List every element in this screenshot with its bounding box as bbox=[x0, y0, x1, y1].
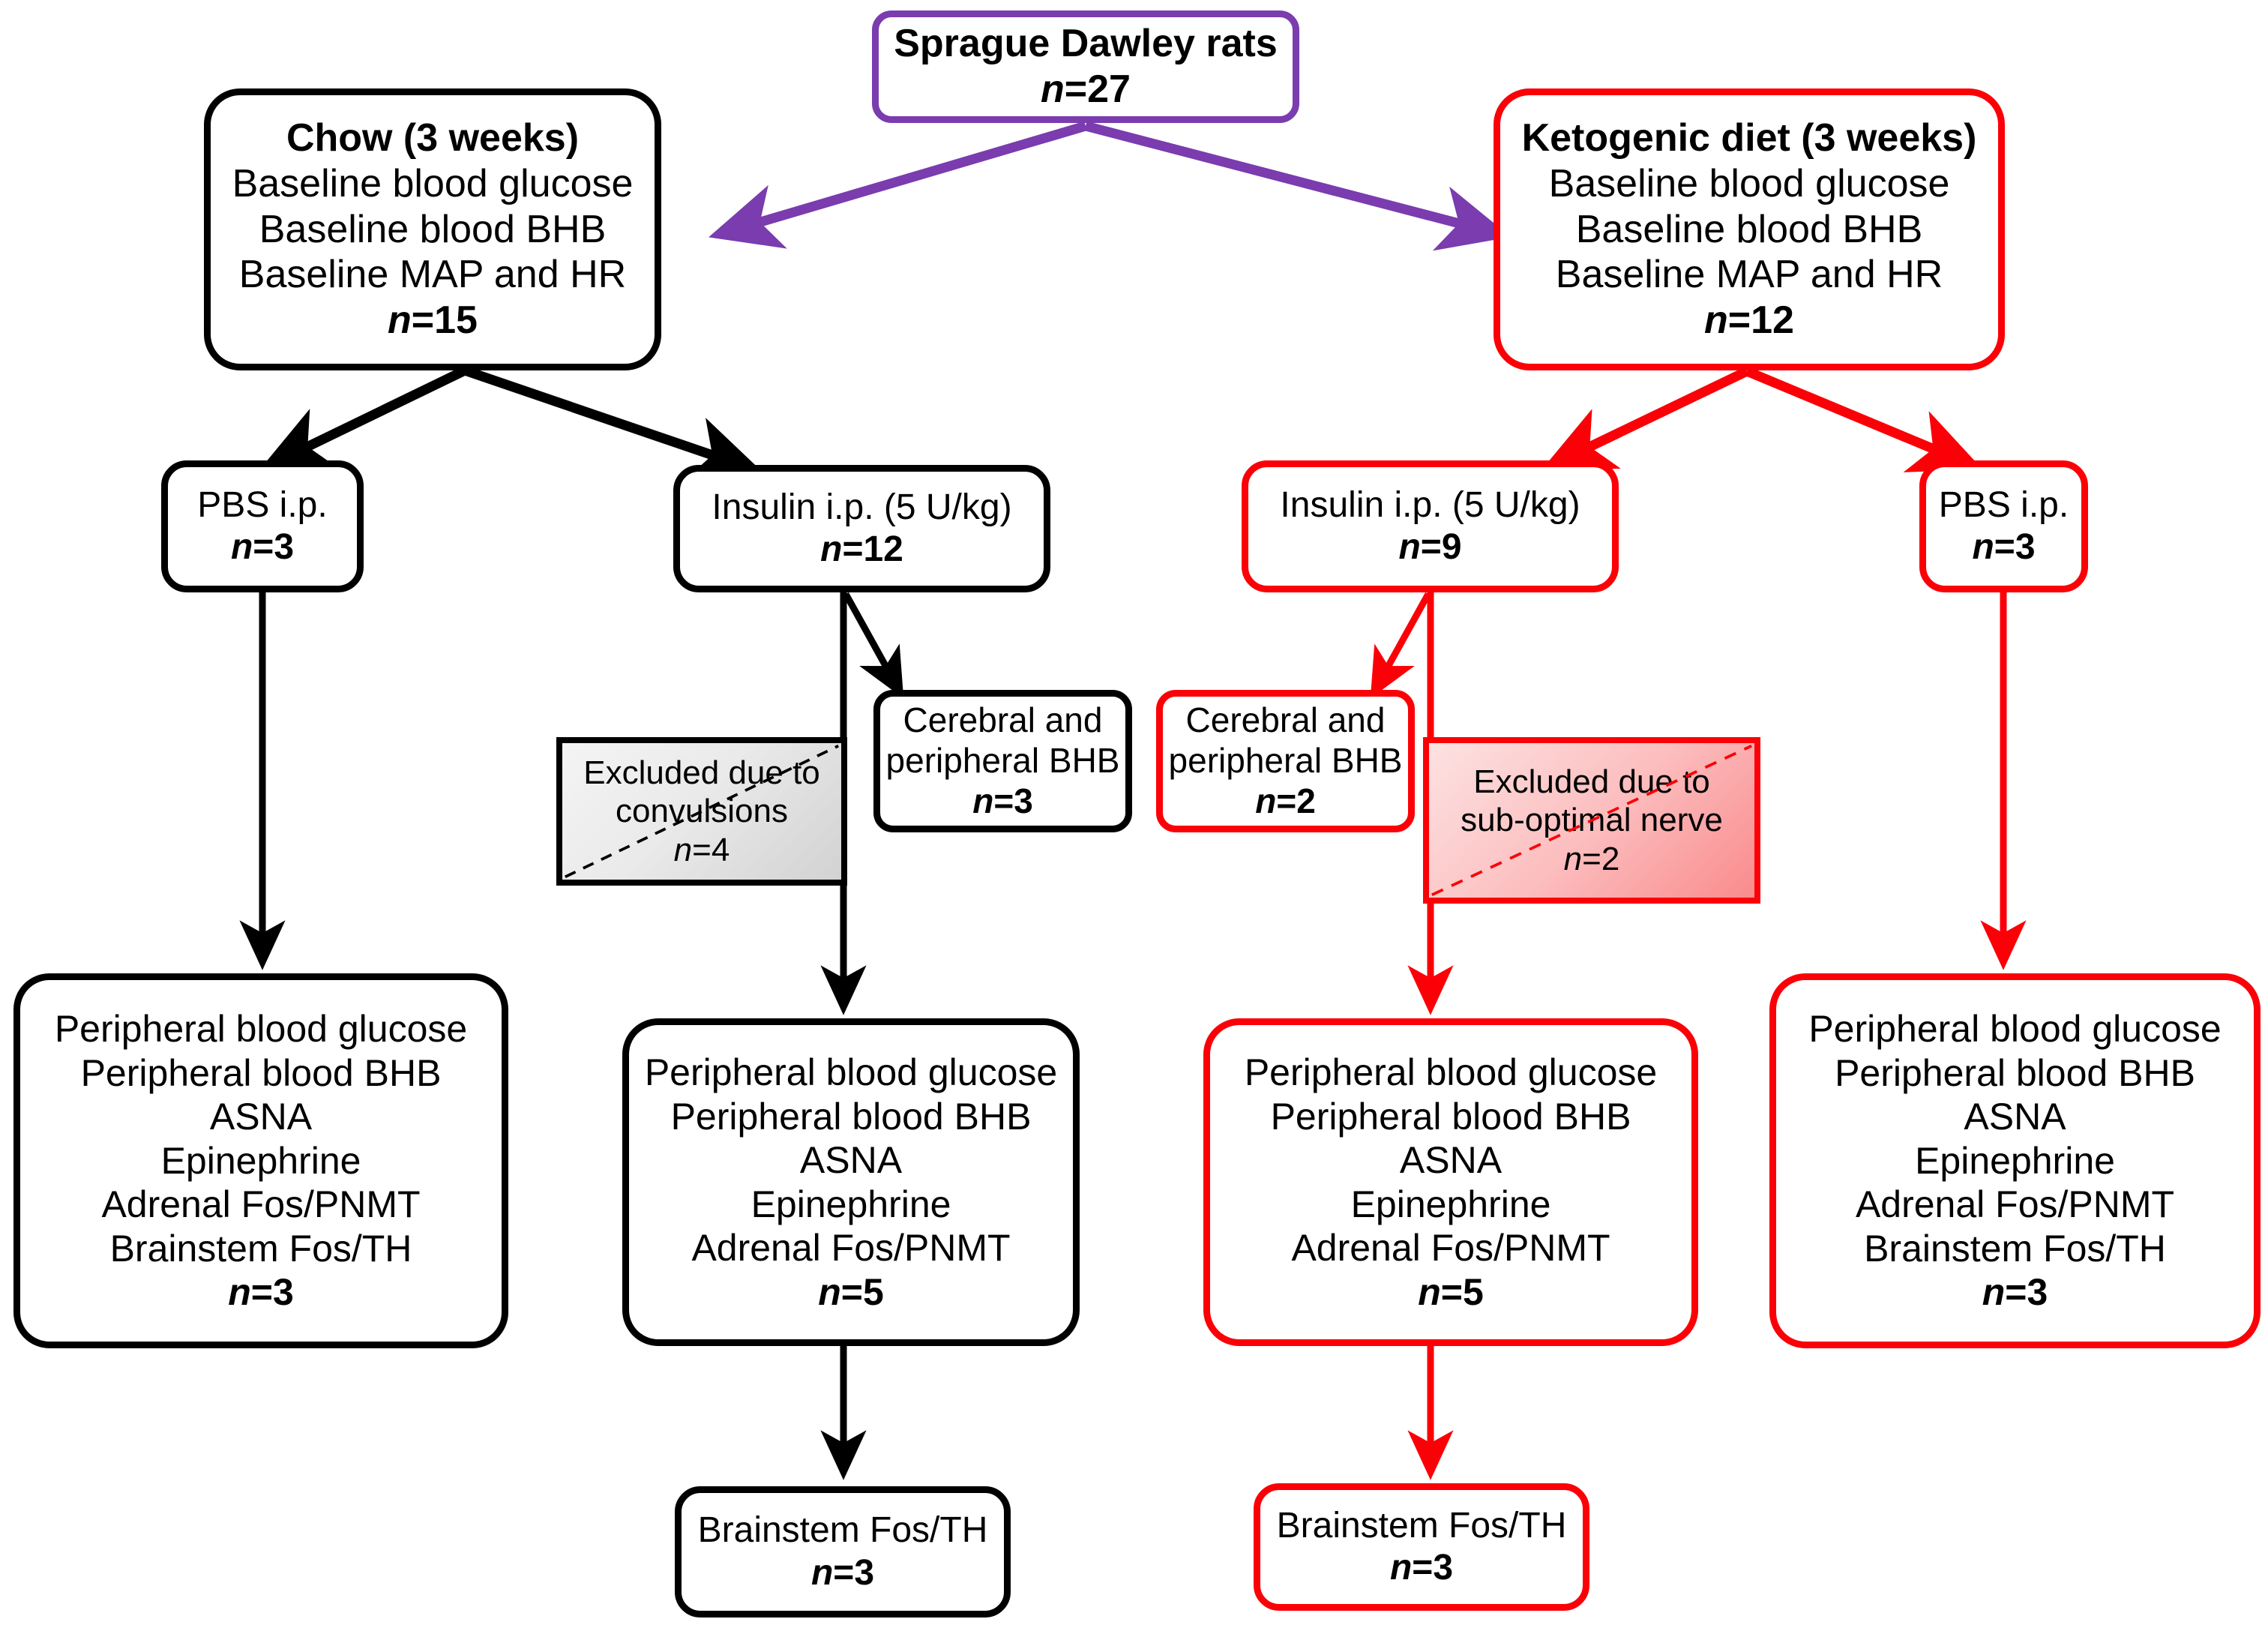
keto-pbs-outcome-1: Peripheral blood glucose bbox=[1808, 1008, 2222, 1051]
edge-root-to-chow bbox=[709, 121, 1087, 249]
chow-insulin-n: n=12 bbox=[820, 529, 903, 569]
chow-insulin-outcome-4: Epinephrine bbox=[751, 1183, 951, 1225]
node-chow-brainstem[interactable]: Brainstem Fos/TH n=3 bbox=[675, 1486, 1011, 1618]
keto-insulin-outcome-4: Epinephrine bbox=[1350, 1183, 1551, 1225]
keto-excluded-line-2: sub-optimal nerve bbox=[1461, 802, 1723, 839]
edge-chow-to-insulin bbox=[463, 365, 763, 481]
keto-insulin-label: Insulin i.p. (5 U/kg) bbox=[1280, 484, 1580, 525]
keto-bhb-line-2: peripheral BHB bbox=[1168, 741, 1403, 781]
chow-line-2: Baseline blood BHB bbox=[259, 207, 607, 251]
chow-bhb-line-1: Cerebral and bbox=[903, 700, 1103, 740]
edge-keto-to-insulin bbox=[1541, 367, 1749, 470]
chow-line-3: Baseline MAP and HR bbox=[238, 253, 627, 297]
keto-bhb-n: n=2 bbox=[1255, 781, 1316, 820]
chow-insulin-outcome-2: Peripheral blood BHB bbox=[670, 1095, 1032, 1138]
chow-pbs-label: PBS i.p. bbox=[197, 484, 328, 525]
node-chow-insulin[interactable]: Insulin i.p. (5 U/kg) n=12 bbox=[673, 465, 1050, 592]
keto-line-3: Baseline MAP and HR bbox=[1555, 253, 1943, 297]
node-keto-insulin-outcomes[interactable]: Peripheral blood glucose Peripheral bloo… bbox=[1203, 1018, 1698, 1346]
chow-excluded-n: n=4 bbox=[673, 831, 730, 868]
chow-pbs-n: n=3 bbox=[230, 527, 295, 567]
edge-chow-to-pbs bbox=[259, 366, 467, 470]
node-sprague-dawley-rats[interactable]: Sprague Dawley rats n=27 bbox=[872, 10, 1299, 123]
node-keto-excluded[interactable]: Excluded due to sub-optimal nerve n=2 bbox=[1423, 737, 1760, 904]
edge-root-to-keto bbox=[1084, 121, 1512, 251]
chow-bhb-n: n=3 bbox=[972, 781, 1033, 820]
chow-pbs-outcome-2: Peripheral blood BHB bbox=[80, 1051, 442, 1094]
node-chow-pbs[interactable]: PBS i.p. n=3 bbox=[161, 460, 364, 592]
keto-insulin-outcome-1: Peripheral blood glucose bbox=[1244, 1051, 1658, 1093]
node-keto-pbs-outcomes[interactable]: Peripheral blood glucose Peripheral bloo… bbox=[1769, 973, 2261, 1348]
root-title: Sprague Dawley rats bbox=[894, 22, 1278, 66]
keto-insulin-outcome-5: Adrenal Fos/PNMT bbox=[1291, 1227, 1610, 1269]
node-keto-pbs[interactable]: PBS i.p. n=3 bbox=[1919, 460, 2088, 592]
edge-keto-to-pbs bbox=[1745, 367, 1983, 472]
keto-brainstem-label: Brainstem Fos/TH bbox=[1276, 1505, 1567, 1546]
chow-insulin-outcomes-n: n=5 bbox=[818, 1270, 884, 1313]
node-chow-excluded[interactable]: Excluded due to convulsions n=4 bbox=[556, 737, 847, 886]
keto-n: n=12 bbox=[1704, 298, 1794, 343]
keto-bhb-line-1: Cerebral and bbox=[1185, 700, 1386, 740]
keto-insulin-outcome-2: Peripheral blood BHB bbox=[1270, 1095, 1631, 1138]
keto-pbs-label: PBS i.p. bbox=[1938, 484, 2069, 525]
keto-pbs-outcome-2: Peripheral blood BHB bbox=[1835, 1051, 2195, 1094]
chow-title: Chow (3 weeks) bbox=[286, 115, 580, 160]
chow-excluded-line-1: Excluded due to bbox=[583, 754, 820, 791]
keto-pbs-outcome-6: Brainstem Fos/TH bbox=[1864, 1227, 2166, 1270]
chow-line-1: Baseline blood glucose bbox=[232, 161, 634, 205]
node-keto-brainstem[interactable]: Brainstem Fos/TH n=3 bbox=[1254, 1483, 1589, 1611]
edge-ketoinsulin-to-bhb bbox=[1370, 592, 1431, 699]
chow-brainstem-label: Brainstem Fos/TH bbox=[697, 1510, 988, 1551]
keto-title: Ketogenic diet (3 weeks) bbox=[1521, 115, 1977, 160]
edge-chowinsulin-to-bhb bbox=[843, 592, 904, 699]
chow-bhb-line-2: peripheral BHB bbox=[885, 741, 1120, 781]
chow-insulin-outcome-5: Adrenal Fos/PNMT bbox=[691, 1227, 1011, 1269]
chow-pbs-outcomes-n: n=3 bbox=[228, 1271, 294, 1314]
keto-pbs-outcomes-n: n=3 bbox=[1982, 1271, 2048, 1314]
chow-pbs-outcome-4: Epinephrine bbox=[160, 1139, 361, 1182]
root-n: n=27 bbox=[1041, 67, 1131, 111]
keto-insulin-n: n=9 bbox=[1398, 527, 1462, 567]
keto-excluded-line-1: Excluded due to bbox=[1473, 763, 1710, 800]
chow-pbs-outcome-5: Adrenal Fos/PNMT bbox=[101, 1183, 421, 1226]
keto-excluded-n: n=2 bbox=[1563, 840, 1620, 877]
node-chow-cerebral-bhb[interactable]: Cerebral and peripheral BHB n=3 bbox=[873, 690, 1132, 832]
chow-pbs-outcome-3: ASNA bbox=[209, 1096, 313, 1138]
chow-pbs-outcome-6: Brainstem Fos/TH bbox=[109, 1227, 412, 1270]
chow-excluded-line-2: convulsions bbox=[616, 793, 788, 830]
chow-brainstem-n: n=3 bbox=[810, 1552, 875, 1593]
keto-pbs-outcome-3: ASNA bbox=[1964, 1096, 2066, 1138]
node-chow-insulin-outcomes[interactable]: Peripheral blood glucose Peripheral bloo… bbox=[622, 1018, 1080, 1346]
chow-insulin-outcome-3: ASNA bbox=[799, 1139, 903, 1181]
keto-brainstem-n: n=3 bbox=[1389, 1548, 1454, 1588]
chow-n: n=15 bbox=[388, 298, 478, 343]
chow-insulin-outcome-1: Peripheral blood glucose bbox=[644, 1051, 1058, 1093]
keto-pbs-n: n=3 bbox=[1972, 527, 2036, 567]
keto-line-1: Baseline blood glucose bbox=[1548, 161, 1950, 205]
chow-pbs-outcome-1: Peripheral blood glucose bbox=[54, 1008, 468, 1051]
node-chow-group[interactable]: Chow (3 weeks) Baseline blood glucose Ba… bbox=[204, 88, 661, 370]
node-keto-insulin[interactable]: Insulin i.p. (5 U/kg) n=9 bbox=[1242, 460, 1619, 592]
keto-insulin-outcomes-n: n=5 bbox=[1418, 1270, 1484, 1313]
keto-insulin-outcome-3: ASNA bbox=[1399, 1139, 1503, 1181]
node-keto-cerebral-bhb[interactable]: Cerebral and peripheral BHB n=2 bbox=[1156, 690, 1415, 832]
keto-line-2: Baseline blood BHB bbox=[1575, 207, 1923, 251]
keto-pbs-outcome-5: Adrenal Fos/PNMT bbox=[1855, 1183, 2175, 1226]
keto-pbs-outcome-4: Epinephrine bbox=[1915, 1139, 2115, 1182]
node-ketogenic-group[interactable]: Ketogenic diet (3 weeks) Baseline blood … bbox=[1494, 88, 2005, 370]
node-chow-pbs-outcomes[interactable]: Peripheral blood glucose Peripheral bloo… bbox=[13, 973, 508, 1348]
chow-insulin-label: Insulin i.p. (5 U/kg) bbox=[712, 487, 1012, 527]
